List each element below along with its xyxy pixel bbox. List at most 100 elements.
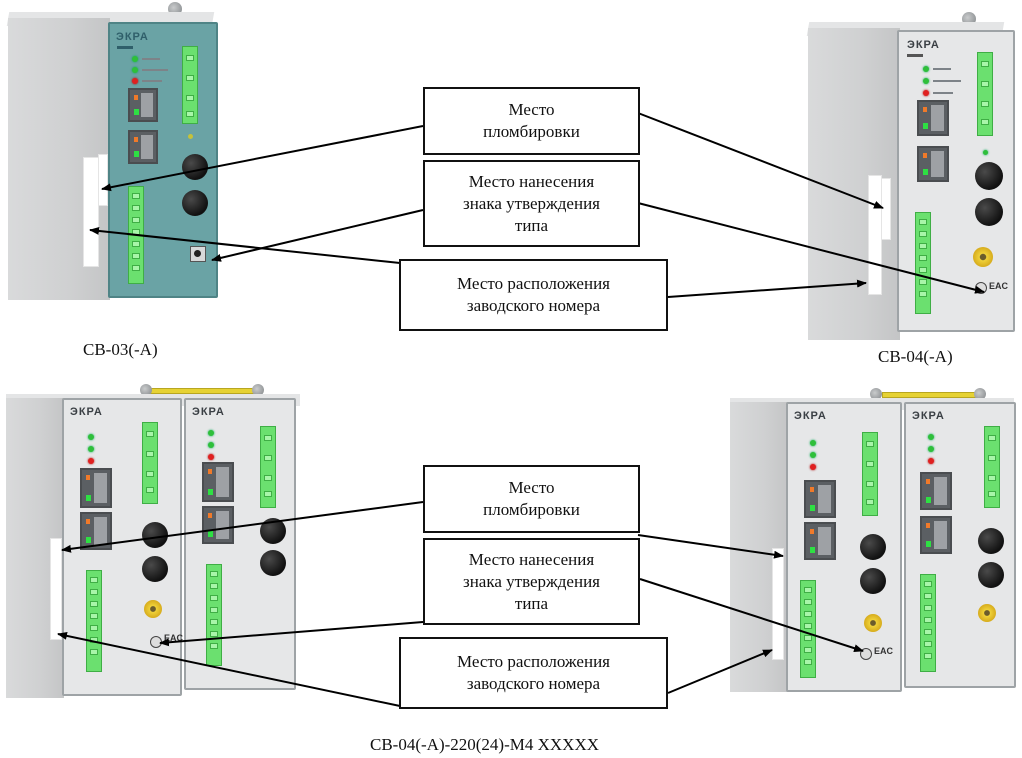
brand-logo: ЭКРА <box>794 410 827 422</box>
arrow-approval-to-cb04 <box>637 202 985 294</box>
approval-mark-plate <box>190 246 206 262</box>
arrow-approval-to-cb03 <box>211 209 424 262</box>
brand-logo: ЭКРА <box>907 39 940 51</box>
led-ready <box>923 78 929 84</box>
ethernet-port-1 <box>917 100 949 136</box>
led-alarm <box>208 454 214 460</box>
coax-connector <box>973 247 993 267</box>
optical-connector-2 <box>260 550 286 576</box>
ethernet-port-1 <box>80 468 112 508</box>
arrow-seal-to-pair-left <box>61 501 424 553</box>
ethernet-port-1 <box>128 88 158 122</box>
led-power <box>88 434 94 440</box>
power-terminal-block <box>142 422 158 504</box>
caption-cb04-m4: СВ-04(-A)-220(24)-M4 XXXXX <box>370 735 599 754</box>
led-ready <box>88 446 94 452</box>
led-power <box>208 430 214 436</box>
arrow-approval-to-pair-right <box>639 578 864 653</box>
eac-mark: EAC <box>164 633 184 643</box>
led-alarm <box>923 90 929 96</box>
eac-mark: EAC <box>989 281 1009 291</box>
led-label <box>142 80 162 82</box>
module-1-front-panel: ЭКРА EAC <box>786 402 902 692</box>
led-label <box>142 58 160 60</box>
led-status <box>188 134 193 139</box>
callout-sealing-bottom: Место пломбировки <box>423 465 640 533</box>
callout-serial-number-top: Место расположения заводского номера <box>399 259 668 331</box>
serial-number-sticker <box>83 157 99 267</box>
brand-logo: ЭКРА <box>70 406 103 418</box>
arrow-seal-to-pair-right <box>637 534 784 559</box>
caption-cb03: СВ-03(-A) <box>83 340 158 359</box>
power-terminal-block <box>977 52 993 136</box>
optical-connector-2 <box>182 190 208 216</box>
power-terminal-block <box>182 46 198 124</box>
optical-connector-1 <box>978 528 1004 554</box>
ethernet-port-2 <box>920 516 952 554</box>
serial-number-sticker <box>772 548 784 660</box>
led-power <box>132 56 138 62</box>
brand-logo: ЭКРА <box>912 410 945 422</box>
ethernet-port-1 <box>804 480 836 518</box>
top-bolt <box>974 388 986 400</box>
ethernet-port-2 <box>917 146 949 182</box>
coax-connector <box>864 614 882 632</box>
ethernet-port-2 <box>804 522 836 560</box>
coax-connector <box>978 604 996 622</box>
optical-connector-1 <box>860 534 886 560</box>
arrow-serial-to-cb03 <box>89 226 401 264</box>
top-bolt <box>870 388 882 400</box>
module-2-front-panel: ЭКРА <box>904 402 1016 688</box>
seal-sticker <box>881 178 891 240</box>
arrow-approval-to-pair-left <box>159 621 424 647</box>
optical-connector-1 <box>142 522 168 548</box>
io-terminal-block <box>915 212 931 314</box>
brand-logo: ЭКРА <box>192 406 225 418</box>
io-terminal-block <box>920 574 936 672</box>
led-power <box>923 66 929 72</box>
power-terminal-block <box>260 426 276 508</box>
callout-approval-mark-top: Место нанесения знака утверждения типа <box>423 160 640 247</box>
device-front-panel: ЭКРА EAC <box>897 30 1015 332</box>
io-terminal-block <box>86 570 102 672</box>
arrow-seal-to-cb03 <box>101 125 424 192</box>
optical-connector-1 <box>975 162 1003 190</box>
led-alarm <box>132 78 138 84</box>
device-front-panel: ЭКРА <box>108 22 218 298</box>
coax-connector <box>144 600 162 618</box>
led-label <box>933 92 953 94</box>
led-label <box>933 68 951 70</box>
led-power <box>928 434 934 440</box>
model-label <box>907 54 923 57</box>
ethernet-port-2 <box>202 506 234 544</box>
ethernet-port-2 <box>128 130 158 164</box>
callout-sealing-top: Место пломбировки <box>423 87 640 155</box>
optical-connector-1 <box>182 154 208 180</box>
top-bolt <box>140 384 152 396</box>
callout-serial-number-bottom: Место расположения заводского номера <box>399 637 668 709</box>
serial-number-sticker <box>50 538 62 640</box>
caption-cb04: СВ-04(-A) <box>878 347 953 366</box>
led-ready <box>928 446 934 452</box>
led-ready <box>208 442 214 448</box>
optical-connector-2 <box>978 562 1004 588</box>
led-ready <box>810 452 816 458</box>
io-terminal-block <box>206 564 222 666</box>
eac-mark: EAC <box>874 646 894 656</box>
callout-approval-mark-bottom: Место нанесения знака утверждения типа <box>423 538 640 625</box>
led-alarm <box>810 464 816 470</box>
ethernet-port-1 <box>920 472 952 510</box>
io-terminal-block <box>800 580 816 678</box>
arrow-serial-to-pair-left <box>57 631 401 707</box>
module-2-front-panel: ЭКРА <box>184 398 296 690</box>
model-label <box>117 46 133 49</box>
led-alarm <box>928 458 934 464</box>
optical-connector-2 <box>860 568 886 594</box>
arrow-serial-to-cb04 <box>667 279 867 298</box>
led-ready <box>132 67 138 73</box>
optical-connector-2 <box>142 556 168 582</box>
led-label <box>933 80 961 82</box>
ethernet-port-1 <box>202 462 234 502</box>
